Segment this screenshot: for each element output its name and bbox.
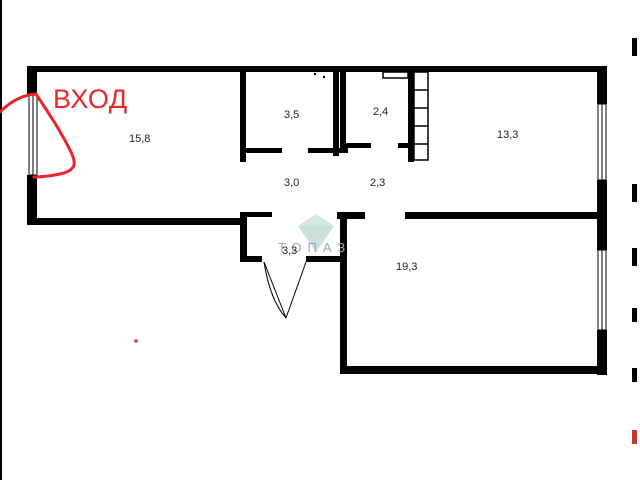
wall-bottom	[340, 366, 607, 374]
wall-right-top	[597, 66, 607, 104]
wall-bath-left	[240, 212, 247, 262]
wall-bath-bottom-left	[240, 256, 262, 262]
entry-door	[263, 261, 307, 319]
shaft-cap	[382, 71, 409, 79]
shaft-box	[413, 71, 429, 161]
wall-room-19-left	[340, 262, 347, 374]
wall-hall-stub	[337, 212, 365, 219]
wall-r35-bottom-left	[240, 148, 282, 153]
watermark-logo: ТОПАЗ	[278, 214, 351, 255]
fixture-dots	[313, 72, 326, 79]
wall-stub-2-4	[408, 150, 414, 162]
wall-right-bottom	[597, 330, 607, 375]
wall-r35-right	[333, 66, 339, 156]
room-label-13-3: 13,3	[497, 129, 518, 141]
wall-r35-left	[240, 66, 246, 162]
shaft	[382, 71, 429, 161]
wall-top	[27, 66, 607, 72]
room-label-3-5: 3,5	[284, 109, 299, 121]
entrance-scribble	[0, 92, 76, 179]
cropped-marks	[632, 38, 637, 444]
red-dot	[134, 339, 138, 343]
room-label-3-0: 3,0	[284, 177, 299, 189]
wall-r24-bottom-right	[398, 143, 414, 148]
room-label-3-3: 3,3	[282, 245, 297, 257]
room-label-2-3: 2,3	[370, 177, 385, 189]
watermark-text: ТОПАЗ	[278, 240, 351, 255]
room-label-15-8: 15,8	[129, 133, 150, 145]
wall-left-room-bottom	[27, 218, 242, 225]
wall-r24-bottom	[346, 143, 371, 148]
wall-r24-right	[408, 66, 414, 162]
wall-bath-right	[340, 218, 347, 262]
room-labels: 15,8 3,5 2,4 13,3 3,0 2,3 3,3 19,3	[129, 106, 518, 273]
windows	[28, 93, 607, 331]
wall-left-lower	[27, 175, 37, 225]
wall-left-upper	[27, 66, 37, 94]
entrance-label: ВХОД	[53, 84, 128, 114]
walls	[27, 66, 607, 375]
room-label-19-3: 19,3	[396, 261, 417, 273]
right-edge-strip	[620, 0, 640, 480]
room-label-2-4: 2,4	[373, 106, 388, 118]
wall-r24-left	[340, 66, 346, 148]
entrance-annotation: ВХОД	[0, 84, 138, 343]
wall-hall-partition-right	[405, 212, 607, 219]
wall-bath-bottom-right	[306, 256, 347, 262]
wall-r35-bottom-right	[308, 148, 348, 153]
wall-hall-stub-left	[245, 212, 272, 217]
